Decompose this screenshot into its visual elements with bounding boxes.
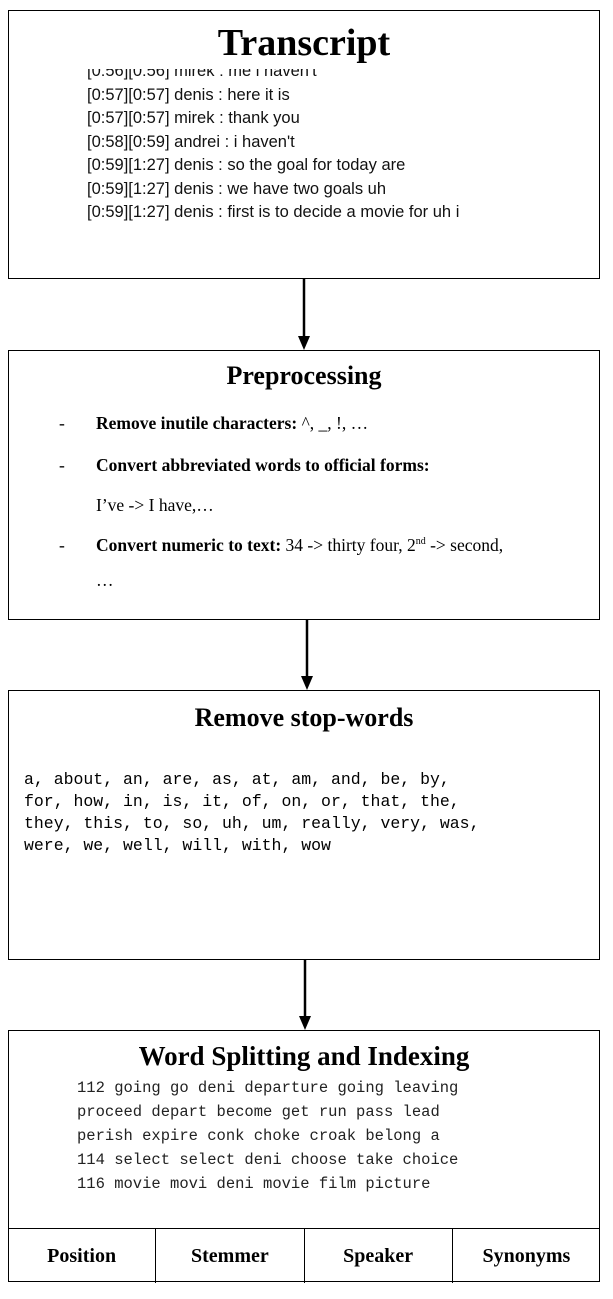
word-splitting-box: Word Splitting and Indexing 112 going go…: [8, 1030, 600, 1283]
transcript-line: [0:58][0:59] andrei : i haven't: [87, 132, 295, 151]
transcript-line: [0:57][0:57] denis : here it is: [87, 85, 290, 104]
index-line: proceed depart become get run pass lead: [77, 1103, 440, 1121]
transcript-line: [0:57][0:57] mirek : thank you: [87, 109, 300, 127]
field-stemmer: Stemmer: [156, 1229, 305, 1283]
index-line: perish expire conk choke croak belong a: [77, 1127, 440, 1145]
transcript-box: Transcript [0:56][0:56] mirek : me i hav…: [8, 10, 600, 279]
bullet-dash: -: [59, 535, 65, 555]
step-detail: -> second,: [425, 535, 504, 555]
step-label: Remove inutile characters:: [96, 413, 298, 433]
index-fields-row: Position Stemmer Speaker Synonyms: [8, 1228, 600, 1283]
stop-words-box: Remove stop-words a, about, an, are, as,…: [8, 690, 600, 960]
arrow-stop-words-to-word-splitting: [299, 960, 311, 1030]
field-synonyms: Synonyms: [482, 1244, 571, 1267]
preprocessing-step-remove-characters: - Remove inutile characters: ^, _, !, …: [59, 413, 368, 434]
index-line: 114 select select deni choose take choic…: [77, 1151, 459, 1169]
index-line: 112 going go deni departure going leavin…: [77, 1079, 459, 1097]
stop-words-line: were, we, well, will, with, wow: [24, 836, 331, 855]
word-splitting-title: Word Splitting and Indexing: [138, 1041, 470, 1071]
ordinal-suffix: nd: [415, 536, 426, 548]
step-detail: …: [96, 570, 114, 590]
step-label: Convert abbreviated words to official fo…: [96, 455, 430, 475]
field-speaker: Speaker: [305, 1229, 453, 1283]
stop-words-line: for, how, in, is, it, of, on, or, that, …: [24, 792, 460, 811]
field-position: Position: [8, 1229, 157, 1283]
preprocessing-step-numeric: - Convert numeric to text: 34 -> thirty f…: [59, 535, 503, 556]
transcript-excerpt: [0:56][0:56] mirek : me i haven't [0:57]…: [87, 69, 532, 237]
bullet-dash: -: [59, 455, 65, 475]
bullet-dash: -: [59, 413, 65, 433]
preprocessing-title: Preprocessing: [226, 361, 382, 390]
step-detail: 34 -> thirty four, 2: [281, 535, 416, 555]
transcript-line: [0:59][1:27] denis : we have two goals u…: [87, 179, 387, 198]
preprocessing-box: Preprocessing - Remove inutile characters…: [8, 350, 600, 620]
index-excerpt: 112 going go deni departure going leavin…: [77, 1076, 539, 1194]
transcript-line: [0:56][0:56] mirek : me i haven't: [87, 69, 317, 80]
stop-words-line: a, about, an, are, as, at, am, and, be, …: [24, 770, 450, 789]
transcript-line: [0:59][1:27] denis : first is to decide …: [87, 203, 460, 221]
arrow-transcript-to-preprocessing: [298, 279, 310, 350]
stop-words-title: Remove stop-words: [194, 703, 414, 732]
step-detail: I’ve -> I have,…: [96, 495, 214, 515]
preprocessing-step-abbreviations: - Convert abbreviated words to official f…: [59, 455, 430, 476]
transcript-line: [0:59][1:27] denis : so the goal for tod…: [87, 156, 406, 174]
step-label: Convert numeric to text:: [96, 535, 282, 555]
arrow-preprocessing-to-stop-words: [301, 620, 313, 690]
step-detail: ^, _, !, …: [297, 413, 369, 433]
transcript-title: Transcript: [217, 22, 391, 64]
stop-words-list: a, about, an, are, as, at, am, and, be, …: [24, 769, 594, 857]
index-line: 116 movie movi deni movie film picture: [77, 1175, 431, 1193]
stop-words-line: they, this, to, so, uh, um, really, very…: [24, 814, 480, 833]
